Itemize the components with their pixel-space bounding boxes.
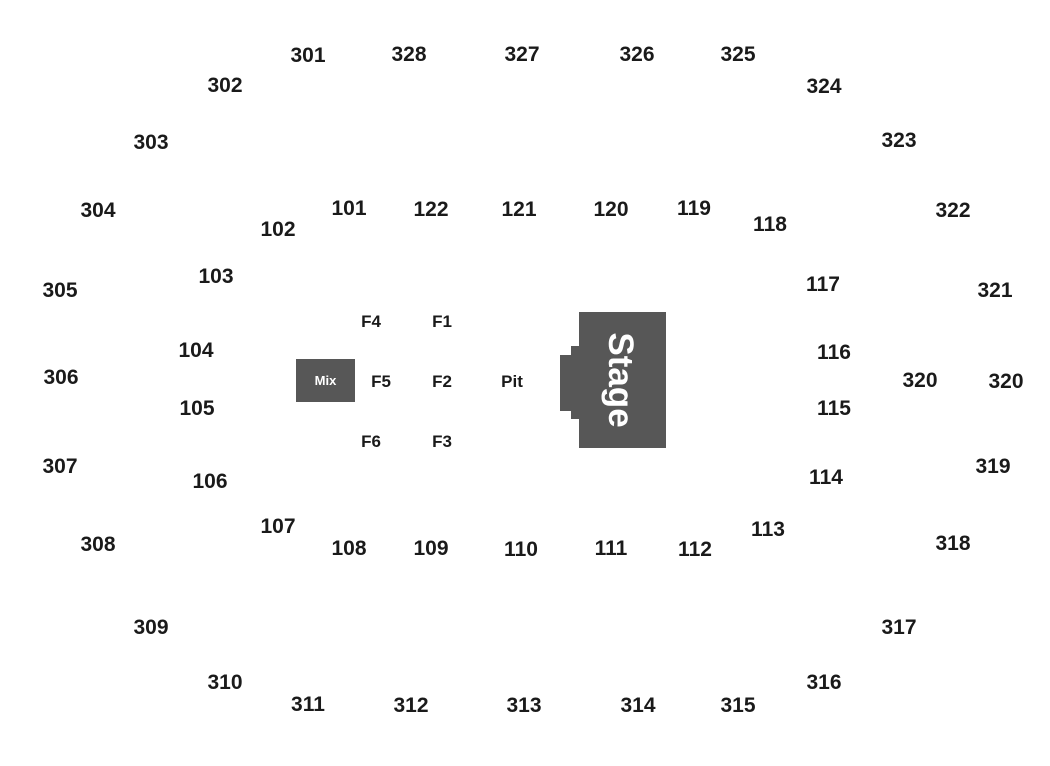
section-316[interactable]: 316 <box>806 671 842 694</box>
floor-section-f3[interactable]: F3 <box>432 432 452 451</box>
section-119[interactable]: 119 <box>677 197 711 220</box>
section-310[interactable]: 310 <box>207 671 243 694</box>
section-120[interactable]: 120 <box>593 198 629 221</box>
section-108[interactable]: 108 <box>331 537 367 560</box>
section-106[interactable]: 106 <box>192 470 228 493</box>
section-116[interactable]: 116 <box>817 341 851 364</box>
section-113[interactable]: 113 <box>751 518 785 541</box>
section-118[interactable]: 118 <box>753 213 787 236</box>
floor-section-f2[interactable]: F2 <box>432 372 452 391</box>
floor-section-f6[interactable]: F6 <box>361 432 381 451</box>
section-110[interactable]: 110 <box>504 538 538 561</box>
stage-block[interactable] <box>560 312 666 448</box>
section-303[interactable]: 303 <box>133 131 169 154</box>
section-104[interactable]: 104 <box>178 339 214 362</box>
section-311[interactable]: 311 <box>291 693 325 716</box>
section-122[interactable]: 122 <box>413 198 449 221</box>
section-115[interactable]: 115 <box>817 397 851 420</box>
section-325[interactable]: 325 <box>720 43 756 66</box>
mix-position[interactable]: Mix <box>296 359 355 402</box>
section-304[interactable]: 304 <box>80 199 116 222</box>
section-302[interactable]: 302 <box>207 74 243 97</box>
floor-section-pit[interactable]: Pit <box>501 372 523 391</box>
section-317[interactable]: 317 <box>881 616 917 639</box>
section-322[interactable]: 322 <box>935 199 971 222</box>
section-114[interactable]: 114 <box>809 466 843 489</box>
section-315[interactable]: 315 <box>720 694 756 717</box>
section-328[interactable]: 328 <box>391 43 427 66</box>
section-306[interactable]: 306 <box>43 366 79 389</box>
section-320-outer[interactable]: 320 <box>988 370 1024 393</box>
section-117[interactable]: 117 <box>806 273 840 296</box>
section-109[interactable]: 109 <box>413 537 449 560</box>
section-307[interactable]: 307 <box>42 455 78 478</box>
section-105[interactable]: 105 <box>179 397 215 420</box>
section-112[interactable]: 112 <box>678 538 712 561</box>
floor-section-f4[interactable]: F4 <box>361 312 381 331</box>
section-312[interactable]: 312 <box>393 694 429 717</box>
section-324[interactable]: 324 <box>806 75 842 98</box>
section-309[interactable]: 309 <box>133 616 169 639</box>
floor-section-f5[interactable]: F5 <box>371 372 391 391</box>
section-121[interactable]: 121 <box>501 198 537 221</box>
section-327[interactable]: 327 <box>504 43 540 66</box>
section-102[interactable]: 102 <box>260 218 296 241</box>
section-319[interactable]: 319 <box>975 455 1011 478</box>
section-314[interactable]: 314 <box>620 694 656 717</box>
section-318[interactable]: 318 <box>935 532 971 555</box>
section-326[interactable]: 326 <box>619 43 655 66</box>
stage-label: Stage <box>601 332 640 428</box>
section-313[interactable]: 313 <box>506 694 542 717</box>
section-321[interactable]: 321 <box>977 279 1013 302</box>
section-103[interactable]: 103 <box>198 265 234 288</box>
section-301[interactable]: 301 <box>290 44 326 67</box>
section-111[interactable]: 111 <box>594 537 628 560</box>
section-308[interactable]: 308 <box>80 533 116 556</box>
section-323[interactable]: 323 <box>881 129 917 152</box>
section-107[interactable]: 107 <box>260 515 296 538</box>
section-320-inner[interactable]: 320 <box>902 369 938 392</box>
section-305[interactable]: 305 <box>42 279 78 302</box>
section-101[interactable]: 101 <box>331 197 367 220</box>
floor-section-f1[interactable]: F1 <box>432 312 452 331</box>
